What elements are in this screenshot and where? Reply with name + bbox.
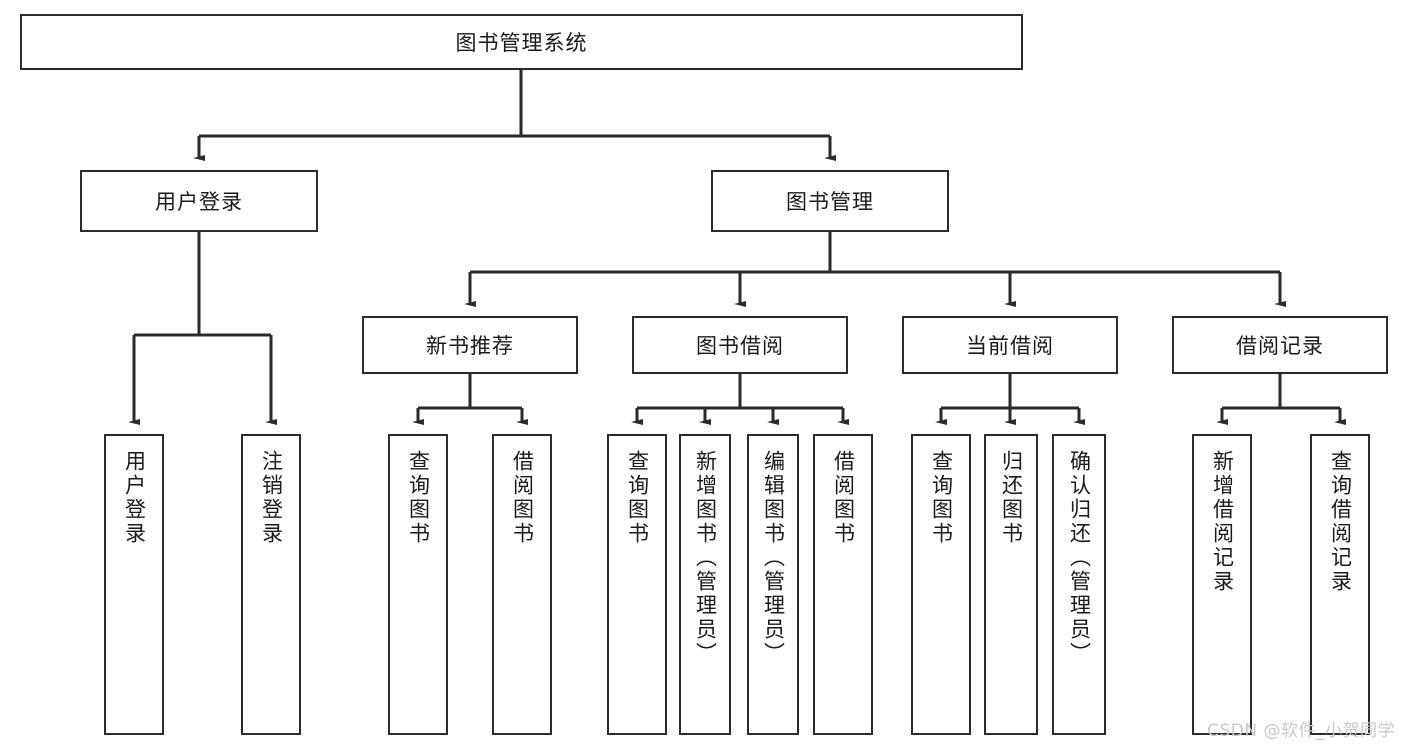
leaf-query-book-1-label: 查询图书 xyxy=(406,450,431,546)
leaf-query-book-3[interactable]: 查询图书 xyxy=(911,434,971,735)
leaf-edit-book-label: 编辑图书（管理员） xyxy=(761,450,786,666)
leaf-query-book-2-label: 查询图书 xyxy=(625,450,650,546)
leaf-return-book-label: 归还图书 xyxy=(999,450,1024,546)
leaf-return-book[interactable]: 归还图书 xyxy=(984,434,1038,735)
node-borrow-record[interactable]: 借阅记录 xyxy=(1172,316,1388,374)
leaf-query-book-3-label: 查询图书 xyxy=(929,450,954,546)
leaf-add-book[interactable]: 新增图书（管理员） xyxy=(679,434,731,735)
leaf-query-record[interactable]: 查询借阅记录 xyxy=(1310,434,1370,735)
leaf-borrow-book-1-label: 借阅图书 xyxy=(510,450,535,546)
leaf-logout-login-label: 注销登录 xyxy=(259,450,284,546)
leaf-borrow-book-1[interactable]: 借阅图书 xyxy=(492,434,552,735)
node-borrow-record-label: 借阅记录 xyxy=(1236,334,1324,358)
leaf-add-book-label: 新增图书（管理员） xyxy=(693,450,718,666)
leaf-logout-login[interactable]: 注销登录 xyxy=(241,434,301,735)
leaf-borrow-book-2-label: 借阅图书 xyxy=(831,450,856,546)
leaf-add-record[interactable]: 新增借阅记录 xyxy=(1192,434,1252,735)
leaf-query-record-label: 查询借阅记录 xyxy=(1328,450,1353,594)
csdn-watermark: CSDN @软件_小贺同学 xyxy=(1207,721,1395,741)
node-root-system-label: 图书管理系统 xyxy=(455,31,588,55)
node-user-login[interactable]: 用户登录 xyxy=(80,170,318,232)
node-root-system[interactable]: 图书管理系统 xyxy=(20,14,1023,70)
leaf-user-login[interactable]: 用户登录 xyxy=(104,434,164,735)
node-new-book-recommend-label: 新书推荐 xyxy=(426,334,514,358)
leaf-confirm-return[interactable]: 确认归还（管理员） xyxy=(1052,434,1106,735)
leaf-borrow-book-2[interactable]: 借阅图书 xyxy=(813,434,873,735)
node-current-borrow-label: 当前借阅 xyxy=(966,334,1054,358)
node-user-login-label: 用户登录 xyxy=(155,190,243,214)
node-new-book-recommend[interactable]: 新书推荐 xyxy=(362,316,578,374)
node-book-management[interactable]: 图书管理 xyxy=(711,170,949,232)
leaf-add-record-label: 新增借阅记录 xyxy=(1210,450,1235,594)
node-book-borrow[interactable]: 图书借阅 xyxy=(632,316,848,374)
leaf-edit-book[interactable]: 编辑图书（管理员） xyxy=(747,434,799,735)
leaf-confirm-return-label: 确认归还（管理员） xyxy=(1067,450,1092,666)
node-book-management-label: 图书管理 xyxy=(786,190,874,214)
leaf-query-book-1[interactable]: 查询图书 xyxy=(388,434,448,735)
node-current-borrow[interactable]: 当前借阅 xyxy=(902,316,1118,374)
leaf-user-login-label: 用户登录 xyxy=(122,450,147,546)
node-book-borrow-label: 图书借阅 xyxy=(696,334,784,358)
leaf-query-book-2[interactable]: 查询图书 xyxy=(607,434,667,735)
